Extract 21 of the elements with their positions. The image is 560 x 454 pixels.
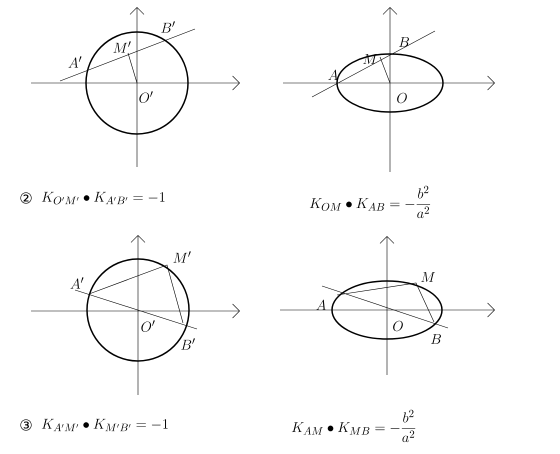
point-label: $A$ [328,70,338,80]
point-label: $M$ [421,272,436,282]
circled-number: ③ [20,419,32,431]
formula: $K_{O'M'}\bullet K_{A'B'}=-1$ [42,192,165,204]
point-label: $A'$ [68,56,82,68]
point-label: $B$ [398,37,409,47]
point-label: $A'$ [70,277,84,289]
formula: $K_{A'M'}\bullet K_{M'B'}=-1$ [42,418,168,432]
point-label: $B'$ [161,21,175,33]
point-label: $O'$ [139,91,153,103]
point-label: $B'$ [181,338,195,350]
formula: $K_{OM}\bullet K_{AB}=-\dfrac{b^2}{a^2}$ [310,186,430,218]
formula: $K_{AM}\bullet K_{MB}=-\dfrac{b^2}{a^2}$ [292,410,416,442]
point-label: $O$ [397,92,407,104]
point-label: $M'$ [113,41,131,53]
circled-number: ② [20,192,32,204]
point-label: $M'$ [173,251,191,263]
point-label: $O$ [393,320,403,332]
point-label: $A$ [316,300,326,310]
point-label: $B$ [430,334,441,344]
point-label: $O'$ [141,320,155,332]
